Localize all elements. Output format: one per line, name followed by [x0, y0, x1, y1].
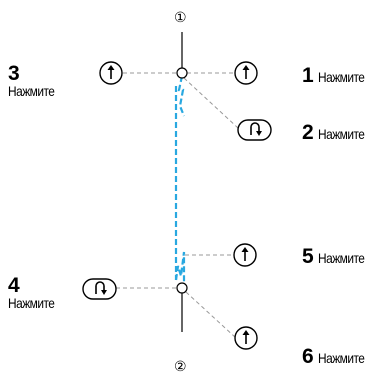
up-arrow-icon [233, 243, 257, 267]
up-arrow-icon [234, 61, 258, 85]
step-5-label: 5 Нажмите [302, 246, 373, 267]
point-marker-bottom: ② [174, 358, 187, 374]
stitch-top-zigzag [177, 75, 186, 117]
step-number: 6 [302, 345, 314, 368]
step-2-label: 2 Нажмите [302, 122, 373, 143]
needle-point-top [176, 67, 188, 79]
stitch-bottom-zigzag [174, 251, 186, 286]
step-text: Нажмите [8, 295, 55, 311]
leader-line-6 [185, 291, 237, 339]
reverse-stitch-icon [237, 119, 272, 141]
up-arrow-icon [99, 61, 123, 85]
point-marker-top: ① [174, 9, 187, 25]
step-text: Нажмите [318, 350, 365, 366]
leader-line-2 [183, 77, 239, 129]
needle-point-bottom [176, 282, 188, 294]
step-number: 3 [8, 62, 20, 85]
up-arrow-icon [234, 326, 258, 350]
step-number: 2 [302, 121, 314, 144]
reverse-stitch-icon [82, 278, 117, 300]
step-number: 1 [302, 64, 314, 87]
step-text: Нажмите [318, 250, 365, 266]
step-text: Нажмите [318, 126, 365, 142]
step-6-label: 6 Нажмите [302, 346, 373, 367]
step-3-label: 3 Нажмите [8, 63, 63, 100]
step-4-label: 4 Нажмите [8, 275, 63, 312]
step-number: 4 [8, 274, 20, 297]
step-text: Нажмите [318, 69, 365, 85]
step-1-label: 1 Нажмите [302, 65, 373, 86]
step-number: 5 [302, 245, 314, 268]
step-text: Нажмите [8, 83, 55, 99]
